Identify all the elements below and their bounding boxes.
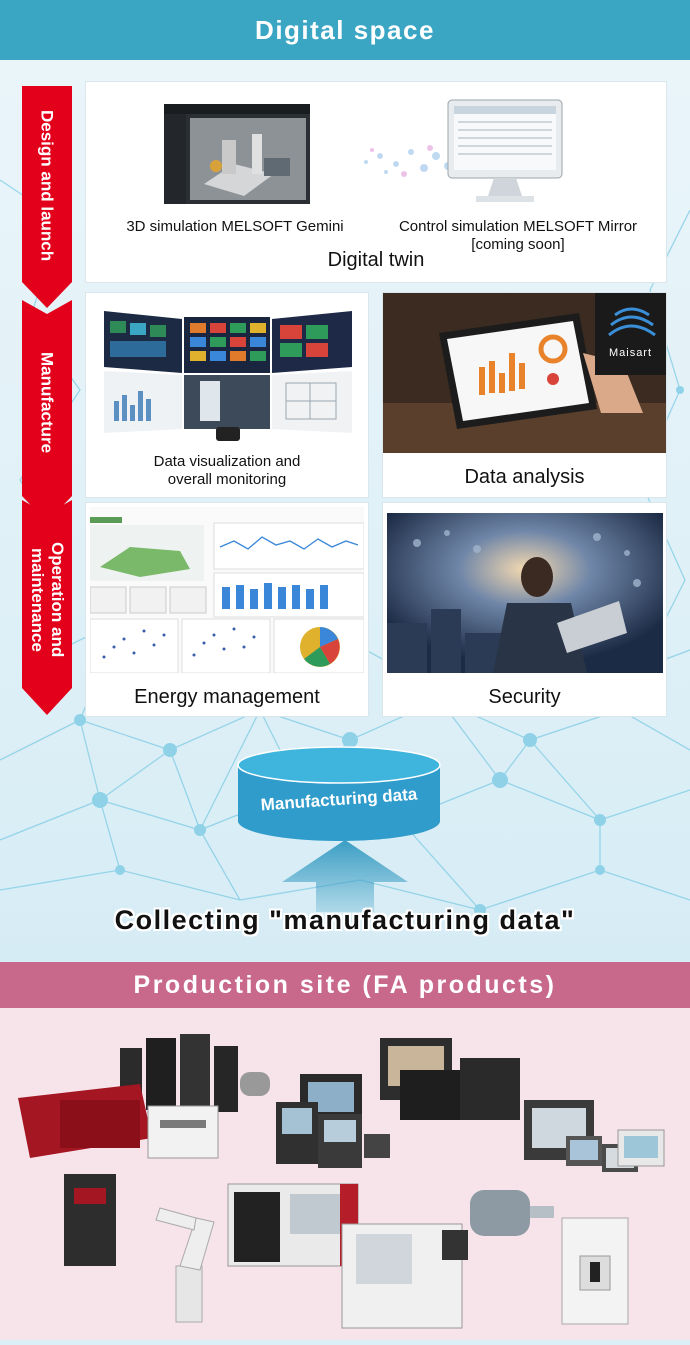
inverter-icon [64, 1174, 116, 1266]
maisart-logo: Maisart [608, 347, 653, 359]
gemini-caption: 3D simulation MELSOFT Gemini [126, 218, 344, 235]
digital-space-header: Digital space [0, 0, 690, 60]
monitoring-screens-image [104, 311, 352, 441]
fa-products-image [18, 1034, 665, 1329]
upward-arrow-icon [282, 840, 408, 912]
hmi-plc-icon [380, 1038, 520, 1120]
production-site-background [0, 1008, 690, 1340]
data-analysis-panel: Maisart Data analysis [383, 293, 666, 497]
circuit-breaker-icon [561, 1217, 629, 1325]
stage-operation-and-maintenance: Operation and maintenance [22, 500, 72, 715]
hmi-screens-icon [524, 1100, 665, 1172]
visualization-panel: Data visualization and overall monitorin… [86, 293, 368, 497]
tablet-analytics-image [383, 293, 666, 453]
stage-arrow-shape [22, 500, 72, 715]
digital-twin-title: Digital twin [327, 249, 425, 271]
edm-machine-icon [341, 1223, 468, 1329]
mirror-coming-soon: [coming soon] [471, 236, 565, 253]
red-plc-icon [18, 1084, 219, 1159]
visualization-caption: Data visualization and [153, 453, 301, 470]
security-panel: Security [383, 503, 666, 716]
data-analysis-title: Data analysis [464, 466, 585, 488]
stage-label: Operation and maintenance [28, 542, 67, 658]
stage-arrow-shape [22, 86, 72, 308]
stage-label: Manufacture [37, 352, 57, 454]
motor-icon [470, 1190, 554, 1236]
cnc-panels-icon [276, 1074, 390, 1168]
mirror-control-simulation-image [364, 99, 563, 202]
manufacturing-data-database-icon [237, 746, 441, 841]
security-worker-image [387, 513, 663, 673]
gemini-3d-simulation-image [164, 104, 310, 204]
security-title: Security [488, 686, 561, 708]
laser-processing-machine-icon [227, 1183, 359, 1267]
energy-management-panel: Energy management [86, 503, 368, 716]
stage-arrow-shape [22, 300, 72, 522]
stage-label: Design and launch [37, 110, 57, 262]
robot-arm-icon [155, 1207, 215, 1323]
energy-dashboard-image [90, 507, 364, 673]
stage-design-and-launch: Design and launch [22, 86, 72, 308]
digital-twin-panel: 3D simulation MELSOFT Gemini Control sim… [86, 82, 666, 282]
mirror-caption: Control simulation MELSOFT Mirror [398, 218, 638, 235]
collecting-manufacturing-data-text: Collecting "manufacturing data" [114, 905, 576, 935]
production-site-header: Production site (FA products) [0, 962, 690, 1008]
stage-manufacture: Manufacture [22, 300, 72, 522]
monitoring-caption: overall monitoring [167, 471, 287, 488]
energy-management-title: Energy management [134, 686, 320, 708]
